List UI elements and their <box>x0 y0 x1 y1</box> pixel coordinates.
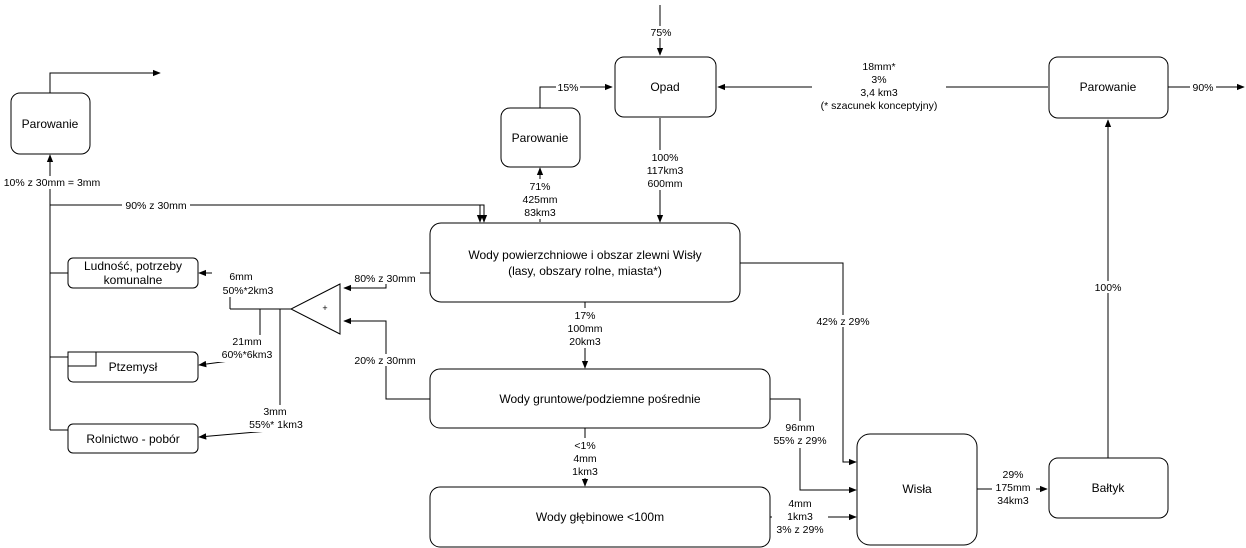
edge-parowanie-mid-to-opad <box>539 83 613 108</box>
node-opad-label: Opad <box>650 80 679 94</box>
node-wody-glebinowe-label: Wody głębinowe <100m <box>536 510 664 524</box>
node-wisla-label: Wisła <box>902 482 932 496</box>
node-parowanie-left: Parowanie <box>10 92 91 155</box>
node-parowanie-right-label: Parowanie <box>1080 80 1137 94</box>
label-6mm-1: 6mm <box>229 271 253 283</box>
label-evap-up-1: 71% <box>529 181 550 193</box>
label-left-90: 90% z 30mm <box>125 200 187 212</box>
label-3mm-1: 3mm <box>263 406 287 418</box>
label-wisla-29-1: 29% <box>1002 469 1023 481</box>
label-baltyk-100: 100% <box>1095 282 1122 294</box>
label-evap-up-3: 83km3 <box>524 207 556 219</box>
label-right-flux-3: 3,4 km3 <box>860 87 898 99</box>
label-left-10: 10% z 30mm = 3mm <box>4 177 101 189</box>
node-wody-powierzchniowe-line2: (lasy, obszary rolne, miasta*) <box>508 264 662 278</box>
label-deep-1-2: 4mm <box>573 453 597 465</box>
node-sum: + <box>289 283 341 335</box>
przemysl-tab-decoration <box>67 351 97 367</box>
label-evap-up-2: 425mm <box>522 194 557 206</box>
label-6mm-2: 50%*2km3 <box>223 285 274 297</box>
label-infil-17-2: 100mm <box>567 323 602 335</box>
node-wody-powierzchniowe: Wody powierzchniowe i obszar zlewni Wisł… <box>429 222 741 303</box>
label-infil-17-1: 17% <box>574 310 595 322</box>
label-infil-17-3: 20km3 <box>569 336 601 348</box>
node-parowanie-left-label: Parowanie <box>22 117 79 131</box>
label-21mm-1: 21mm <box>232 336 261 348</box>
node-parowanie-mid: Parowanie <box>500 107 581 168</box>
edge-parowanie-left-out <box>49 69 161 93</box>
node-baltyk: Bałtyk <box>1048 457 1169 519</box>
node-rolnictwo: Rolnictwo - pobór <box>67 423 199 454</box>
edge-left-90-to-surface-2 <box>50 204 488 223</box>
label-opad-down-3: 600mm <box>647 178 682 190</box>
label-ground-96-1: 96mm <box>785 422 814 434</box>
node-rolnictwo-label: Rolnictwo - pobór <box>86 432 179 446</box>
label-opad-in-15: 15% <box>557 82 578 94</box>
edge-surface-to-wisla <box>740 262 857 466</box>
label-top-75: 75% <box>650 27 671 39</box>
node-wody-glebinowe: Wody głębinowe <100m <box>429 486 771 548</box>
label-deep-4-2: 1km3 <box>787 511 813 523</box>
label-out-90: 90% <box>1192 82 1213 94</box>
label-pct-80: 80% z 30mm <box>354 273 416 285</box>
label-opad-down-1: 100% <box>652 152 679 164</box>
label-right-flux-1: 18mm* <box>862 61 895 73</box>
edge-labels: 75% 15% 18mm* 3% 3,4 km3 (* szacunek kon… <box>2 26 1216 536</box>
label-3mm-2: 55%* 1km3 <box>249 419 303 431</box>
label-pct-20: 20% z 30mm <box>354 355 416 367</box>
node-ludnosc: Ludność, potrzeby komunalne <box>67 257 199 289</box>
node-wody-gruntowe: Wody gruntowe/podziemne pośrednie <box>429 368 771 429</box>
label-right-flux-2: 3% <box>871 74 886 86</box>
node-przemysl-label: Ptzemysł <box>109 360 158 374</box>
node-parowanie-mid-label: Parowanie <box>512 131 569 145</box>
edge-left-90-to-surface <box>50 204 484 223</box>
label-opad-down-2: 117km3 <box>647 165 684 177</box>
node-ludnosc-line1: Ludność, potrzeby <box>84 259 182 273</box>
node-baltyk-label: Bałtyk <box>1092 481 1126 495</box>
label-deep-1-3: 1km3 <box>572 466 598 478</box>
node-sum-label: + <box>322 303 327 313</box>
node-ludnosc-line2: komunalne <box>104 273 163 287</box>
label-deep-4-1: 4mm <box>788 498 812 510</box>
node-wisla: Wisła <box>856 433 978 546</box>
label-surf-42: 42% z 29% <box>816 316 869 328</box>
node-parowanie-right: Parowanie <box>1048 56 1169 119</box>
label-wisla-29-3: 34km3 <box>997 495 1029 507</box>
label-deep-4-3: 3% z 29% <box>776 524 823 536</box>
label-21mm-2: 60%*6km3 <box>222 349 273 361</box>
label-ground-96-2: 55% z 29% <box>773 435 826 447</box>
node-opad: Opad <box>614 56 717 118</box>
node-wody-powierzchniowe-line1: Wody powierzchniowe i obszar zlewni Wisł… <box>468 248 701 262</box>
node-wody-gruntowe-label: Wody gruntowe/podziemne pośrednie <box>499 392 701 406</box>
nodes: Opad Parowanie Parowanie Parowanie Wody … <box>10 56 1169 548</box>
label-right-flux-4: (* szacunek konceptyjny) <box>821 100 938 112</box>
node-przemysl: Ptzemysł <box>67 351 199 383</box>
label-wisla-29-2: 175mm <box>995 482 1030 494</box>
label-deep-1-1: <1% <box>574 440 595 452</box>
